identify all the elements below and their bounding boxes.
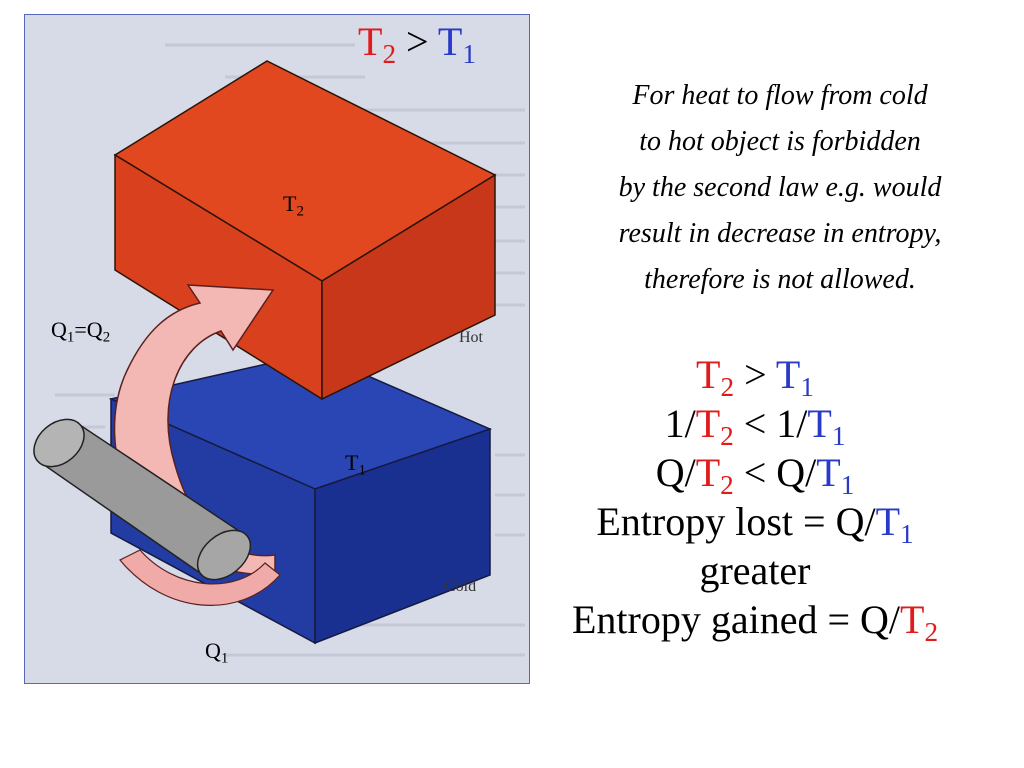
equation-row-3: Q/T2 < Q/T1	[655, 450, 855, 501]
greater-row: greater	[699, 548, 811, 593]
equation-row-2: 1/T2 < 1/T1	[664, 401, 846, 452]
heat-q1-label: Q1	[205, 638, 229, 667]
hot-note: Hot	[459, 329, 483, 346]
heat-pipe-rod	[33, 418, 252, 581]
hot-block-label: T2	[283, 191, 304, 220]
paragraph-line: For heat to flow from cold	[632, 80, 928, 111]
hot-block	[113, 60, 497, 401]
heat-equality-label: Q1=Q2	[51, 317, 111, 346]
title-inequality: T2 > T1	[358, 19, 476, 70]
entropy-lost-row: Entropy lost = Q/T1	[596, 499, 914, 550]
cold-block-label: T1	[345, 450, 366, 479]
paragraph-line: result in decrease in entropy,	[618, 218, 942, 249]
paragraph-line: by the second law e.g. would	[618, 172, 942, 203]
heat-flow-illustration	[33, 43, 525, 657]
paragraph-line: therefore is not allowed.	[644, 264, 916, 295]
explanation-paragraph: For heat to flow from cold to hot object…	[536, 73, 1024, 303]
equation-row-1: T2 > T1	[696, 352, 814, 403]
entropy-equations: T2 > T1 1/T2 < 1/T1 Q/T2 < Q/T1 Entropy …	[480, 350, 1024, 648]
diagram-panel: T2 T1 Hot Cold Q1=Q2 Q1	[24, 14, 530, 684]
cold-note: Cold	[445, 578, 477, 595]
entropy-gained-row: Entropy gained = Q/T2	[571, 597, 939, 648]
paragraph-line: to hot object is forbidden	[639, 126, 921, 157]
